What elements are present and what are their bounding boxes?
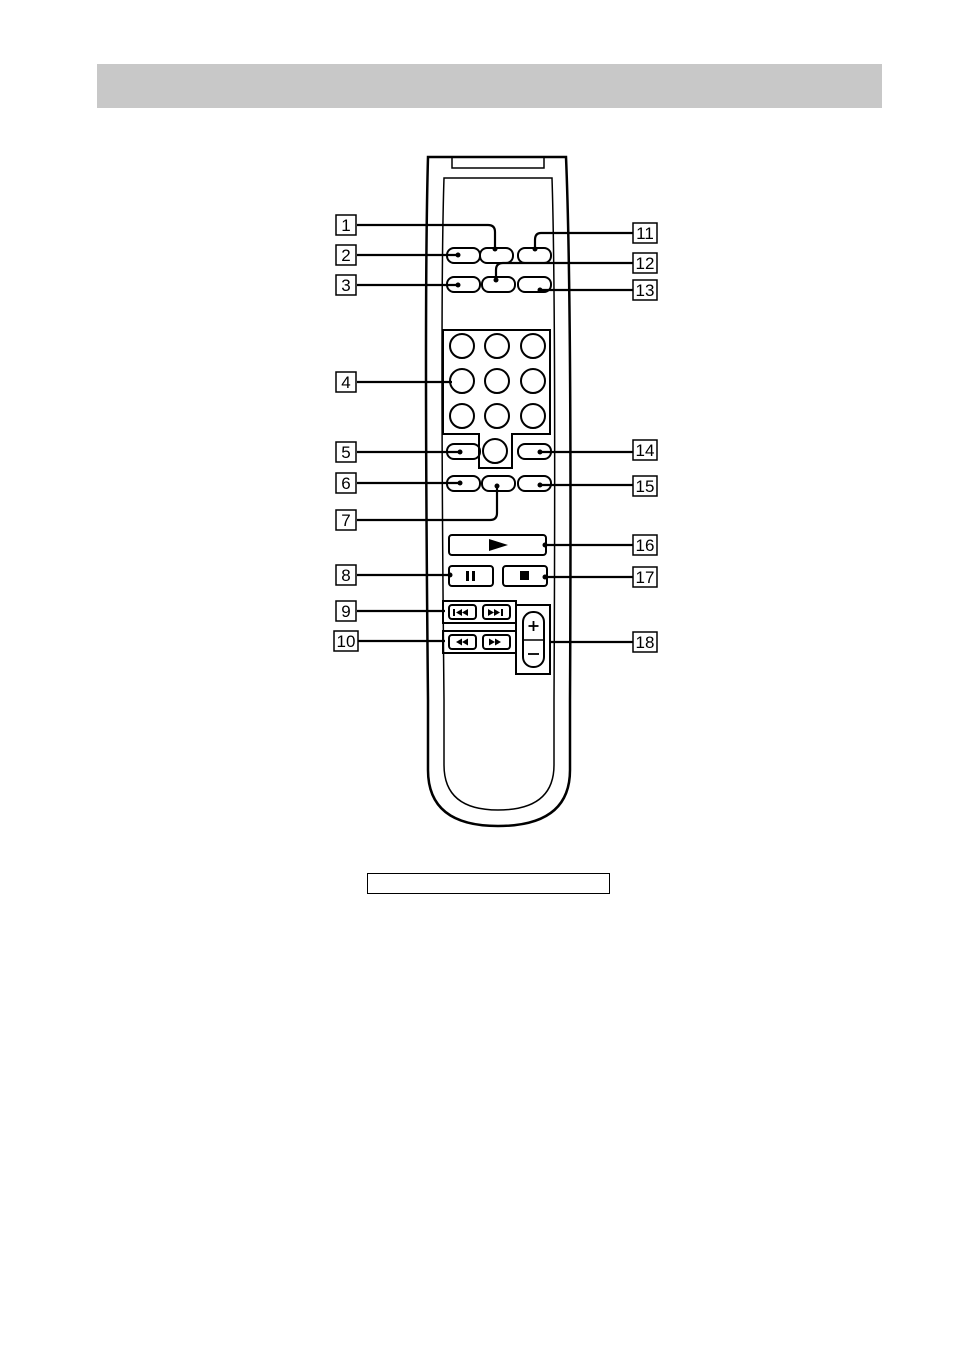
stop-icon [520, 571, 529, 580]
callout-9: 9 [341, 602, 350, 621]
top-buttons [447, 248, 551, 292]
callout-8: 8 [341, 566, 350, 585]
callout-11: 11 [636, 224, 654, 243]
callout-14: 14 [636, 441, 655, 460]
volume-group [516, 605, 550, 674]
callout-12: 12 [636, 254, 655, 273]
callout-2: 2 [341, 246, 350, 265]
key-0[interactable] [483, 439, 507, 463]
keypad-outline [443, 330, 550, 468]
callout-6: 6 [341, 474, 350, 493]
key-7[interactable] [450, 404, 474, 428]
key-5[interactable] [485, 369, 509, 393]
key-9[interactable] [521, 404, 545, 428]
callout-16: 16 [636, 536, 655, 555]
transport-buttons [449, 535, 547, 586]
callout-15: 15 [636, 477, 655, 496]
callout-18: 18 [636, 633, 655, 652]
callout-7: 7 [341, 511, 350, 530]
caption-box [367, 873, 610, 894]
number-keypad [443, 330, 550, 468]
key-3[interactable] [521, 334, 545, 358]
callout-3: 3 [341, 276, 350, 295]
pause-button[interactable] [449, 566, 493, 586]
callout-17: 17 [636, 568, 655, 587]
skip-search-group [443, 601, 516, 653]
button-12[interactable] [482, 277, 515, 292]
callout-5: 5 [341, 443, 350, 462]
callout-4: 4 [341, 373, 350, 392]
key-6[interactable] [521, 369, 545, 393]
callout-10: 10 [337, 632, 356, 651]
button-7[interactable] [482, 476, 515, 491]
key-1[interactable] [450, 334, 474, 358]
connection-dots [448, 247, 548, 580]
button-15[interactable] [518, 476, 551, 491]
leader-lines [357, 225, 633, 642]
key-2[interactable] [485, 334, 509, 358]
callout-13: 13 [636, 281, 655, 300]
key-4[interactable] [450, 369, 474, 393]
callout-1: 1 [341, 216, 350, 235]
key-8[interactable] [485, 404, 509, 428]
